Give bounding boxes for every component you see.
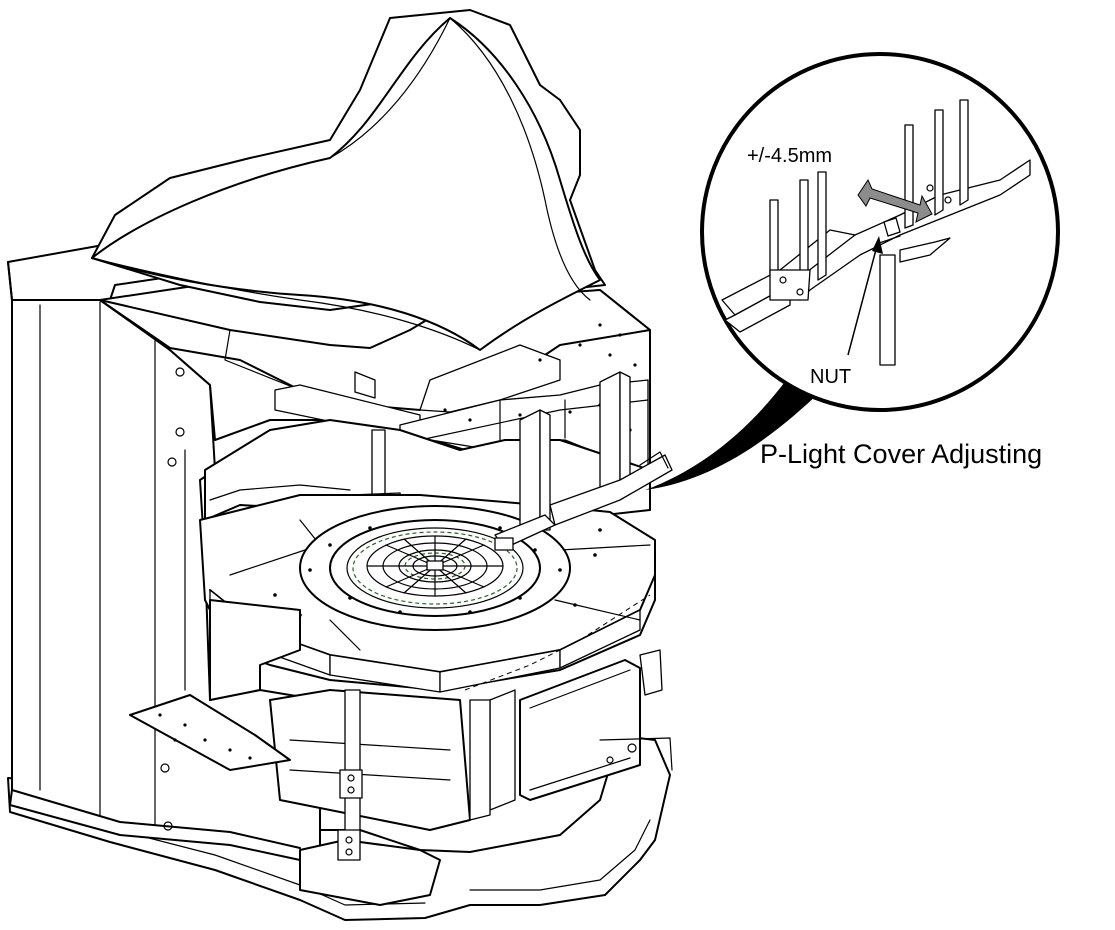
nut-leader-head	[872, 236, 883, 254]
callout-pointer	[645, 375, 820, 490]
p-light-cover-bracket	[494, 371, 673, 551]
lower-frame	[129, 599, 673, 906]
turntable	[199, 494, 656, 693]
caption-label: P-Light Cover Adjusting	[760, 439, 1042, 469]
adjustment-arrow	[857, 178, 933, 223]
nut-leader	[847, 241, 879, 356]
tolerance-label: +/-4.5mm	[747, 145, 832, 167]
nut-label: NUT	[810, 366, 851, 388]
detail-callout: +/-4.5mm NUT	[645, 52, 1060, 490]
top-hood	[91, 9, 606, 351]
